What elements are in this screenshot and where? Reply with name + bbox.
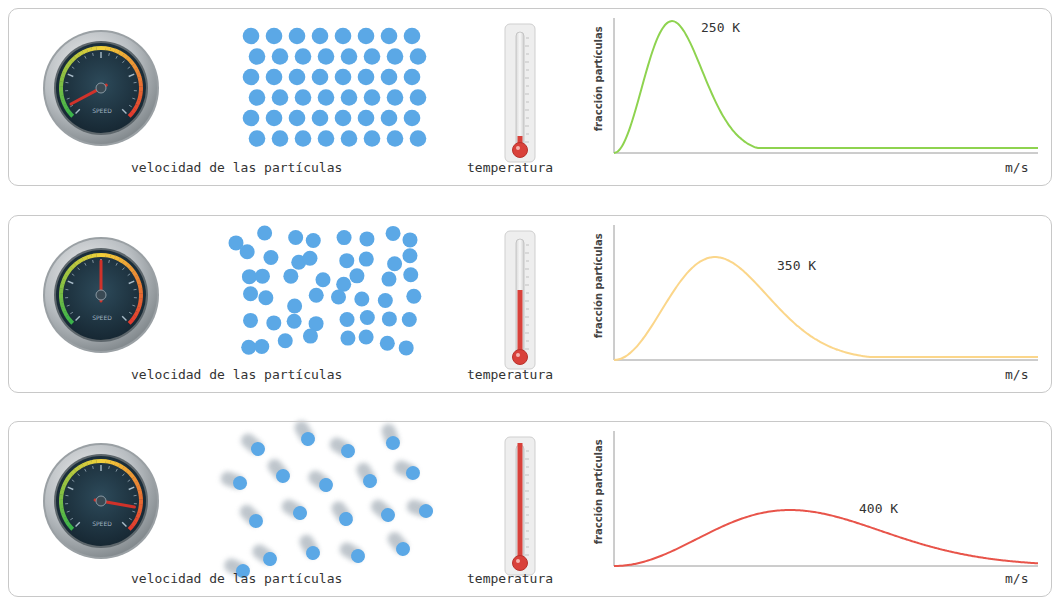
temperature-label: 400 K — [859, 502, 898, 517]
axis-caption: temperatura — [467, 368, 553, 383]
thermometer — [505, 231, 535, 369]
gauge-label: SPEED — [92, 521, 112, 528]
panel-art — [43, 418, 1038, 580]
axis-caption: temperatura — [467, 161, 553, 176]
speedometer — [43, 443, 159, 559]
speedometer — [43, 30, 159, 146]
axis-unit: m/s — [1005, 572, 1028, 587]
distribution-curve — [614, 21, 1038, 153]
axis-caption: velocidad de las partículas — [131, 572, 342, 587]
panel-art — [43, 225, 1038, 369]
chart-axes — [614, 225, 1038, 360]
axis-title: fracción partículas — [593, 26, 605, 131]
axis-unit: m/s — [1005, 161, 1028, 176]
thermometer — [505, 437, 535, 575]
chart-axes — [614, 18, 1038, 153]
axis-caption: velocidad de las partículas — [131, 161, 342, 176]
panel-art — [43, 18, 1038, 162]
axis-title: fracción partículas — [593, 439, 605, 544]
panel-box: velocidad de las partículas temperatura fr… — [8, 421, 1052, 597]
particles — [243, 28, 427, 147]
gauge-label: SPEED — [92, 315, 112, 322]
panel-box: velocidad de las partículas temperatura fr… — [8, 215, 1052, 393]
axis-caption: temperatura — [467, 572, 553, 587]
panel-box: velocidad de las partículas temperatura fr… — [8, 8, 1052, 186]
axis-title: fracción partículas — [593, 233, 605, 338]
particles — [219, 418, 435, 580]
distribution-curve — [614, 510, 1038, 566]
axis-unit: m/s — [1005, 368, 1028, 383]
thermometer — [505, 24, 535, 162]
temperature-label: 250 K — [701, 21, 740, 36]
gauge-label: SPEED — [92, 108, 112, 115]
speedometer — [43, 237, 159, 353]
chart-axes — [614, 431, 1038, 566]
particles — [229, 225, 422, 355]
distribution-curve — [614, 257, 1038, 360]
temperature-label: 350 K — [777, 259, 816, 274]
axis-caption: velocidad de las partículas — [131, 368, 342, 383]
